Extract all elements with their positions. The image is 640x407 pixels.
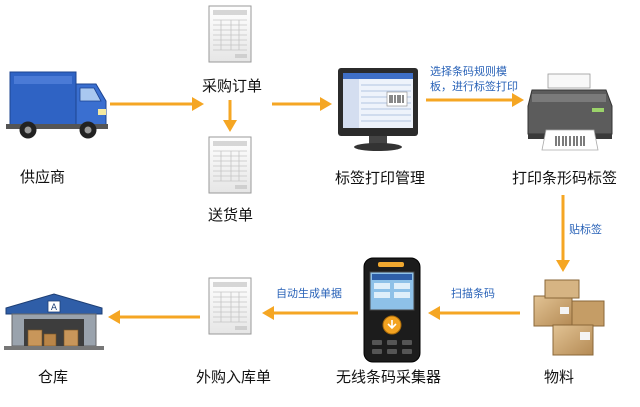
computer-monitor-icon (338, 68, 418, 151)
boxes-icon (533, 279, 605, 356)
arrow-collector-to-receipt (262, 306, 358, 320)
flow-arrows (108, 93, 570, 324)
node-label-print-barcode-label: 打印条形码标签 (512, 169, 618, 187)
node-label-material: 物料 (544, 368, 575, 386)
edge-label-select-template-line2: 板，进行标签打印 (430, 80, 518, 93)
arrow-supplier-to-order (110, 97, 204, 111)
edge-label-auto-generate: 自动生成单据 (276, 287, 342, 300)
node-label-label-print-mgmt: 标签打印管理 (335, 169, 426, 187)
edge-label-scan-barcode: 扫描条码 (451, 287, 495, 300)
warehouse-icon: A (4, 293, 104, 350)
edge-label-attach-label: 贴标签 (569, 223, 602, 236)
arrow-mgmt-to-printer (426, 93, 524, 107)
node-label-outsourced-receipt: 外购入库单 (196, 368, 272, 386)
arrow-printer-to-material (556, 195, 570, 272)
arrow-order-to-print-mgmt (272, 97, 332, 111)
truck-icon (6, 71, 108, 139)
node-label-wireless-collector: 无线条码采集器 (336, 368, 442, 386)
warehouse-sign-letter: A (51, 303, 58, 313)
delivery-note-document-icon (208, 136, 252, 194)
arrow-material-to-collector (428, 306, 520, 320)
node-label-supplier: 供应商 (20, 168, 66, 186)
arrow-receipt-to-warehouse (108, 310, 200, 324)
arrow-order-to-delivery (223, 100, 237, 132)
printer-icon (527, 73, 613, 151)
node-label-warehouse: 仓库 (38, 368, 69, 386)
handheld-scanner-icon (363, 257, 421, 363)
node-label-purchase-order: 采购订单 (202, 77, 263, 95)
outsourced-receipt-document-icon (208, 277, 252, 335)
edge-label-select-template-line1: 选择条码规则模 (430, 65, 507, 78)
purchase-order-document-icon (208, 5, 252, 63)
node-label-delivery-note: 送货单 (208, 206, 254, 224)
